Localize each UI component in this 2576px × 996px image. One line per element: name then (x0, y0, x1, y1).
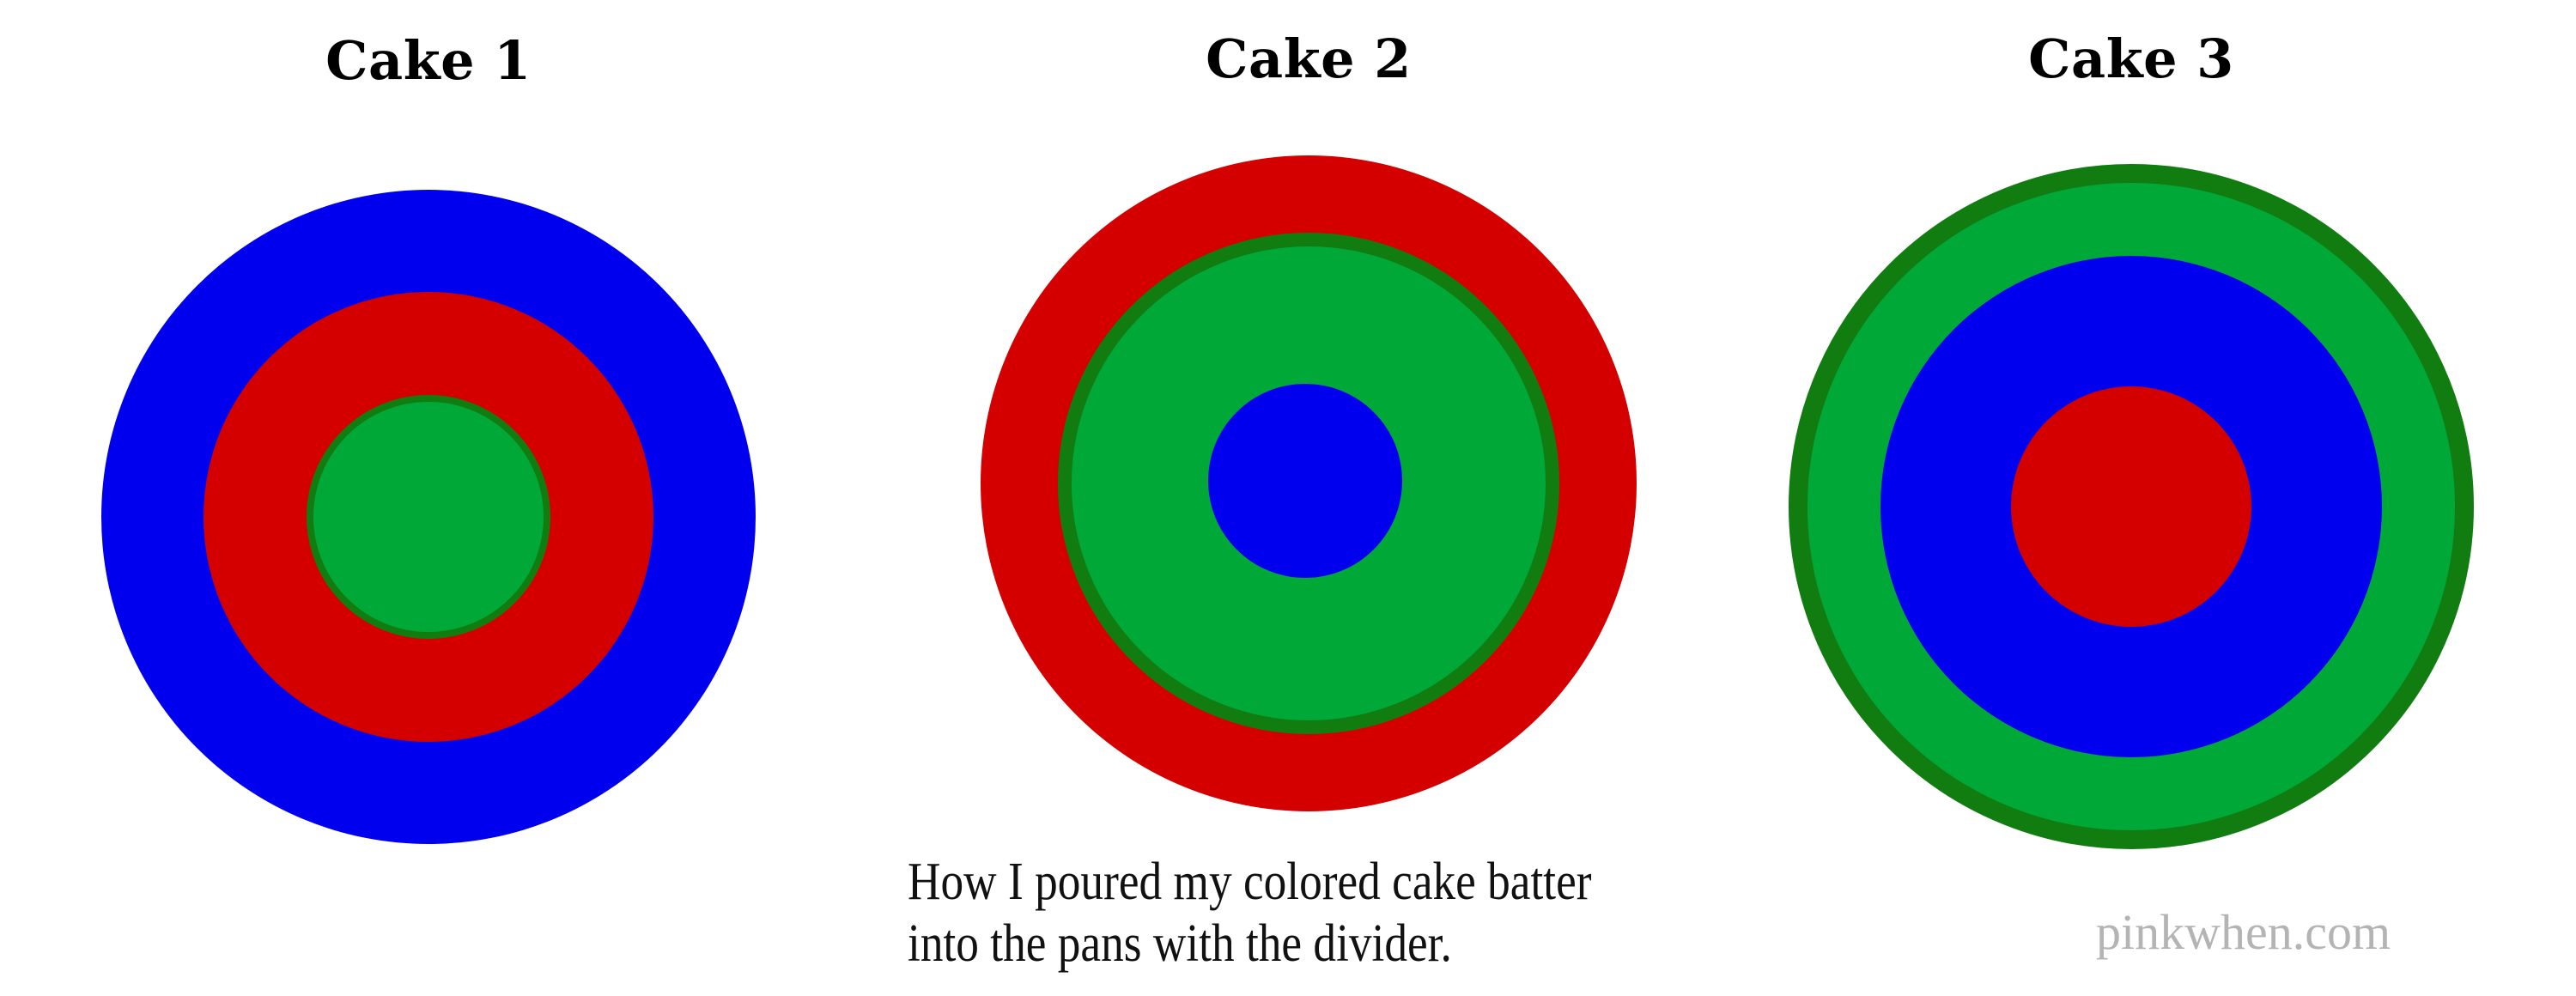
cake-3-inner-ring (2011, 386, 2251, 627)
caption-line-1: How I poured my colored cake batter (908, 853, 1592, 911)
cake-3-title: Cake 3 (2028, 27, 2234, 90)
cake-2-inner-ring (1208, 384, 1402, 578)
cake-2-diagram (981, 155, 1637, 811)
cake-2-title: Cake 2 (1206, 27, 1412, 90)
cake-3-diagram (1789, 164, 2474, 849)
watermark-pinkwhen: pinkwhen.com (2096, 904, 2391, 960)
caption-line-2: into the pans with the divider. (908, 914, 1452, 973)
cake-1-inner-ring (307, 395, 550, 639)
cake-1-title: Cake 1 (325, 29, 532, 92)
cake-1-diagram (101, 190, 756, 844)
